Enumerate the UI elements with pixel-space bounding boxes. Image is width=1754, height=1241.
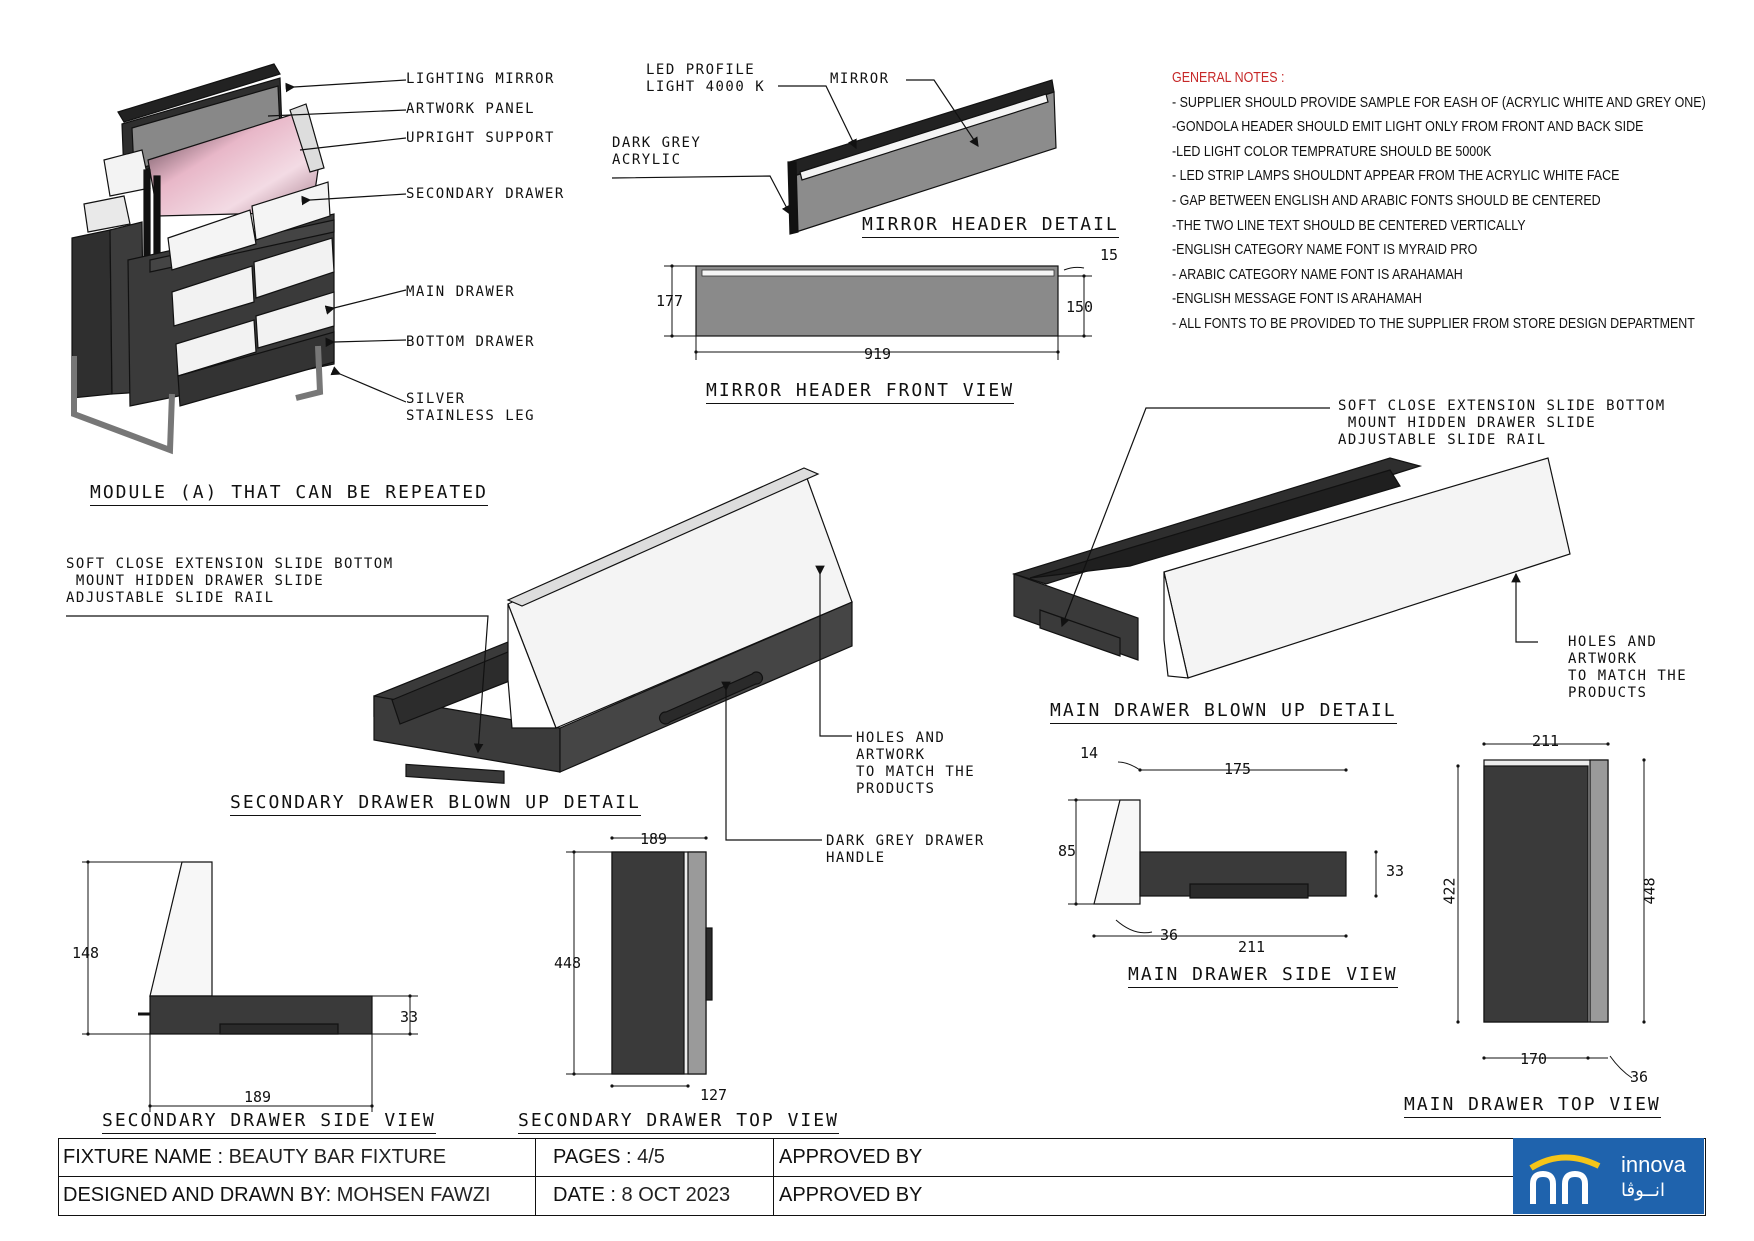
fixture-value: BEAUTY BAR FIXTURE bbox=[228, 1146, 447, 1168]
title-module: MODULE (A) THAT CAN BE REPEATED bbox=[90, 482, 488, 506]
callout-led-profile: LED PROFILE LIGHT 4000 K bbox=[646, 62, 766, 95]
general-notes: GENERAL NOTES : - SUPPLIER SHOULD PROVID… bbox=[1172, 66, 1706, 337]
callout-lighting-mirror: LIGHTING MIRROR bbox=[406, 71, 555, 87]
main-drawer-blown bbox=[1011, 457, 1571, 679]
callout-main-holes: HOLES AND ARTWORK TO MATCH THE PRODUCTS bbox=[1568, 634, 1688, 701]
pages-label: PAGES : bbox=[553, 1146, 632, 1168]
dim-main-side-total: 211 bbox=[1238, 938, 1266, 956]
title-main-blown: MAIN DRAWER BLOWN UP DETAIL bbox=[1050, 700, 1397, 724]
note-item: - GAP BETWEEN ENGLISH AND ARABIC FONTS S… bbox=[1172, 192, 1601, 209]
dim-main-top-170: 170 bbox=[1520, 1050, 1548, 1068]
dim-main-side-height: 85 bbox=[1058, 842, 1077, 860]
callout-secondary-handle: DARK GREY DRAWER HANDLE bbox=[826, 833, 985, 866]
dim-sec-top-depth: 127 bbox=[700, 1086, 728, 1104]
secondary-leaders bbox=[66, 565, 852, 841]
secondary-drawer-blown bbox=[373, 467, 853, 784]
note-item: -THE TWO LINE TEXT SHOULD BE CENTERED VE… bbox=[1172, 217, 1526, 234]
dim-mirror-strip: 15 bbox=[1100, 246, 1119, 264]
title-main-side: MAIN DRAWER SIDE VIEW bbox=[1128, 964, 1398, 988]
dim-main-top-36: 36 bbox=[1630, 1068, 1649, 1086]
approved-by-2: APPROVED BY bbox=[779, 1184, 923, 1206]
callout-dark-grey-acrylic: DARK GREY ACRYLIC bbox=[612, 135, 702, 168]
dim-sec-top-width: 189 bbox=[640, 830, 668, 848]
secondary-side-view bbox=[82, 860, 418, 1112]
main-drawer-top-view bbox=[1456, 742, 1646, 1079]
mirror-leaders bbox=[611, 79, 979, 216]
date-label: DATE : bbox=[553, 1184, 616, 1206]
dim-sec-side-drawer: 33 bbox=[400, 1008, 419, 1026]
mirror-front-view bbox=[664, 264, 1092, 360]
note-item: - SUPPLIER SHOULD PROVIDE SAMPLE FOR EAS… bbox=[1172, 94, 1706, 111]
fixture-label: FIXTURE NAME : bbox=[63, 1146, 224, 1168]
dim-main-top-outer: 448 bbox=[1640, 877, 1659, 905]
approved-by-1: APPROVED BY bbox=[779, 1146, 923, 1168]
callout-secondary-drawer: SECONDARY DRAWER bbox=[406, 186, 565, 202]
callout-silver-leg: SILVER STAINLESS LEG bbox=[406, 391, 536, 424]
title-secondary-blown: SECONDARY DRAWER BLOWN UP DETAIL bbox=[230, 792, 641, 816]
note-item: -LED LIGHT COLOR TEMPRATURE SHOULD BE 50… bbox=[1172, 143, 1492, 160]
mirror-header-detail bbox=[787, 79, 1057, 235]
module-leaders bbox=[267, 79, 407, 403]
main-drawer-side-view bbox=[1068, 761, 1378, 938]
note-item: - LED STRIP LAMPS SHOULDNT APPEAR FROM T… bbox=[1172, 168, 1620, 185]
note-item: -ENGLISH CATEGORY NAME FONT IS MYRAID PR… bbox=[1172, 242, 1478, 259]
dim-mirror-inner: 150 bbox=[1066, 298, 1094, 316]
callout-secondary-slide: SOFT CLOSE EXTENSION SLIDE BOTTOM MOUNT … bbox=[66, 556, 394, 606]
designer-label: DESIGNED AND DRAWN BY: bbox=[63, 1184, 332, 1206]
dim-main-side-width: 175 bbox=[1224, 760, 1252, 778]
note-item: -ENGLISH MESSAGE FONT IS ARAHAMAH bbox=[1172, 291, 1422, 308]
dim-sec-side-width: 189 bbox=[244, 1088, 272, 1106]
logo-text-ar: انــوڤا bbox=[1621, 1180, 1665, 1201]
dim-main-side-drawer: 33 bbox=[1386, 862, 1405, 880]
dim-mirror-width: 919 bbox=[864, 345, 892, 363]
dim-main-side-offset: 14 bbox=[1080, 744, 1099, 762]
callout-bottom-drawer: BOTTOM DRAWER bbox=[406, 334, 536, 350]
date-value: 8 OCT 2023 bbox=[621, 1184, 731, 1206]
main-leaders bbox=[1060, 407, 1538, 643]
callout-main-slide: SOFT CLOSE EXTENSION SLIDE BOTTOM MOUNT … bbox=[1338, 398, 1666, 448]
dim-mirror-height: 177 bbox=[656, 292, 684, 310]
dim-sec-side-height: 148 bbox=[72, 944, 100, 962]
dim-main-side-base: 36 bbox=[1160, 926, 1179, 944]
note-item: -GONDOLA HEADER SHOULD EMIT LIGHT ONLY F… bbox=[1172, 119, 1644, 136]
callout-upright-support: UPRIGHT SUPPORT bbox=[406, 130, 555, 146]
notes-heading: GENERAL NOTES : bbox=[1172, 70, 1285, 86]
innova-logo: innova انــوڤا bbox=[1513, 1138, 1704, 1214]
designer-value: MOHSEN FAWZI bbox=[336, 1184, 491, 1206]
title-secondary-side: SECONDARY DRAWER SIDE VIEW bbox=[102, 1110, 436, 1134]
dim-main-top-width: 211 bbox=[1532, 732, 1560, 750]
callout-artwork-panel: ARTWORK PANEL bbox=[406, 101, 536, 117]
callout-mirror: MIRROR bbox=[830, 71, 890, 87]
title-secondary-top: SECONDARY DRAWER TOP VIEW bbox=[518, 1110, 839, 1134]
pages-value: 4/5 bbox=[637, 1146, 665, 1168]
dim-main-top-inner: 422 bbox=[1440, 877, 1459, 905]
callout-secondary-holes: HOLES AND ARTWORK TO MATCH THE PRODUCTS bbox=[856, 730, 976, 797]
note-item: - ALL FONTS TO BE PROVIDED TO THE SUPPLI… bbox=[1172, 315, 1695, 332]
module-a-illustration bbox=[71, 63, 335, 455]
innova-logo-mark bbox=[1529, 1154, 1601, 1204]
title-block: FIXTURE NAME : BEAUTY BAR FIXTURE DESIGN… bbox=[58, 1138, 1706, 1216]
title-mirror-front: MIRROR HEADER FRONT VIEW bbox=[706, 380, 1015, 404]
note-item: - ARABIC CATEGORY NAME FONT IS ARAHAMAH bbox=[1172, 266, 1463, 283]
callout-main-drawer: MAIN DRAWER bbox=[406, 284, 516, 300]
dim-sec-top-length: 448 bbox=[554, 954, 582, 972]
title-main-top: MAIN DRAWER TOP VIEW bbox=[1404, 1094, 1661, 1118]
logo-text-en: innova bbox=[1621, 1152, 1686, 1177]
title-mirror-detail: MIRROR HEADER DETAIL bbox=[862, 214, 1119, 238]
secondary-top-view bbox=[566, 836, 713, 1088]
